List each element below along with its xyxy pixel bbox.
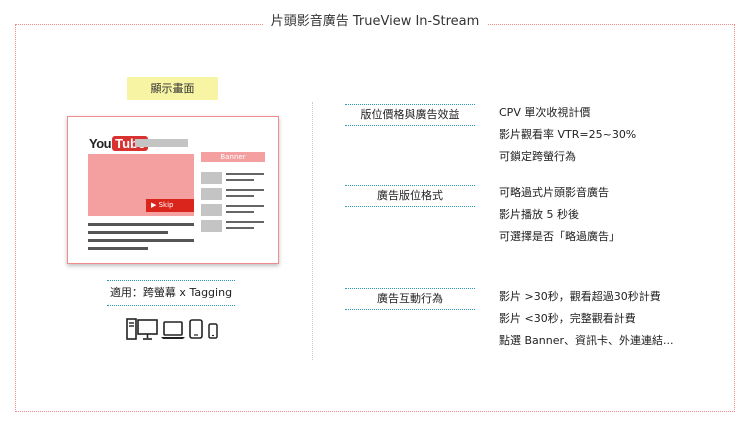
- suggested-line: [226, 227, 254, 229]
- display-label: 顯示畫面: [127, 77, 218, 100]
- vertical-divider: [312, 102, 313, 360]
- tablet-icon: [189, 319, 203, 339]
- description-line: [88, 247, 148, 250]
- detail-line: 可選擇是否「略過廣告」: [499, 230, 620, 243]
- detail-line: CPV 單次收視計價: [499, 106, 591, 119]
- divider: [107, 305, 235, 306]
- skip-ad-button: ▶ Skip: [146, 199, 194, 212]
- description-line: [88, 231, 168, 234]
- suggested-line: [226, 173, 264, 175]
- suggested-thumb: [201, 204, 222, 216]
- divider: [345, 104, 475, 105]
- divider: [345, 309, 475, 310]
- companion-banner: Banner: [201, 152, 265, 162]
- suggested-line: [226, 205, 264, 207]
- description-line: [88, 239, 194, 242]
- section-interaction: 廣告互動行為: [345, 288, 475, 310]
- section-label: 廣告版位格式: [377, 189, 443, 202]
- divider: [345, 288, 475, 289]
- suggested-line: [226, 179, 254, 181]
- suggested-thumb: [201, 188, 222, 200]
- suggested-line: [226, 221, 264, 223]
- youtube-logo-you: You: [89, 136, 112, 151]
- search-bar-placeholder: [135, 139, 188, 147]
- section-interaction-details: 影片 >30秒，觀看超過30秒計費 影片 <30秒，完整觀看計費 點選 Bann…: [499, 286, 674, 352]
- suggested-thumb: [201, 172, 222, 184]
- divider: [345, 125, 475, 126]
- suggested-thumb: [201, 220, 222, 232]
- section-format: 廣告版位格式: [345, 185, 475, 207]
- section-pricing: 版位價格與廣告效益: [345, 104, 475, 126]
- laptop-icon: [161, 321, 185, 339]
- detail-line: 影片觀看率 VTR=25~30%: [499, 128, 637, 141]
- page-title-wrap: 片頭影音廣告 TrueView In-Stream: [0, 14, 750, 30]
- divider: [345, 206, 475, 207]
- detail-line: 可鎖定跨螢行為: [499, 150, 576, 163]
- detail-line: 點選 Banner、資訊卡、外連連結...: [499, 334, 674, 347]
- detail-line: 影片 >30秒，觀看超過30秒計費: [499, 290, 661, 303]
- apply-block: 適用：跨螢幕 x Tagging: [107, 280, 235, 306]
- detail-line: 影片播放 5 秒後: [499, 208, 579, 221]
- divider: [107, 280, 235, 281]
- section-label: 廣告互動行為: [377, 292, 443, 305]
- page-title: 片頭影音廣告 TrueView In-Stream: [262, 14, 488, 29]
- suggested-line: [226, 195, 254, 197]
- section-pricing-details: CPV 單次收視計價 影片觀看率 VTR=25~30% 可鎖定跨螢行為: [499, 102, 636, 168]
- suggested-line: [226, 211, 254, 213]
- apply-label: 適用：跨螢幕 x Tagging: [109, 286, 233, 299]
- desktop-tower-icon: [126, 318, 158, 340]
- description-line: [88, 223, 194, 226]
- phone-icon: [208, 323, 218, 339]
- divider: [345, 185, 475, 186]
- detail-line: 可略過式片頭影音廣告: [499, 186, 609, 199]
- section-format-details: 可略過式片頭影音廣告 影片播放 5 秒後 可選擇是否「略過廣告」: [499, 182, 620, 248]
- suggested-line: [226, 189, 264, 191]
- section-label: 版位價格與廣告效益: [360, 108, 460, 121]
- detail-line: 影片 <30秒，完整觀看計費: [499, 312, 636, 325]
